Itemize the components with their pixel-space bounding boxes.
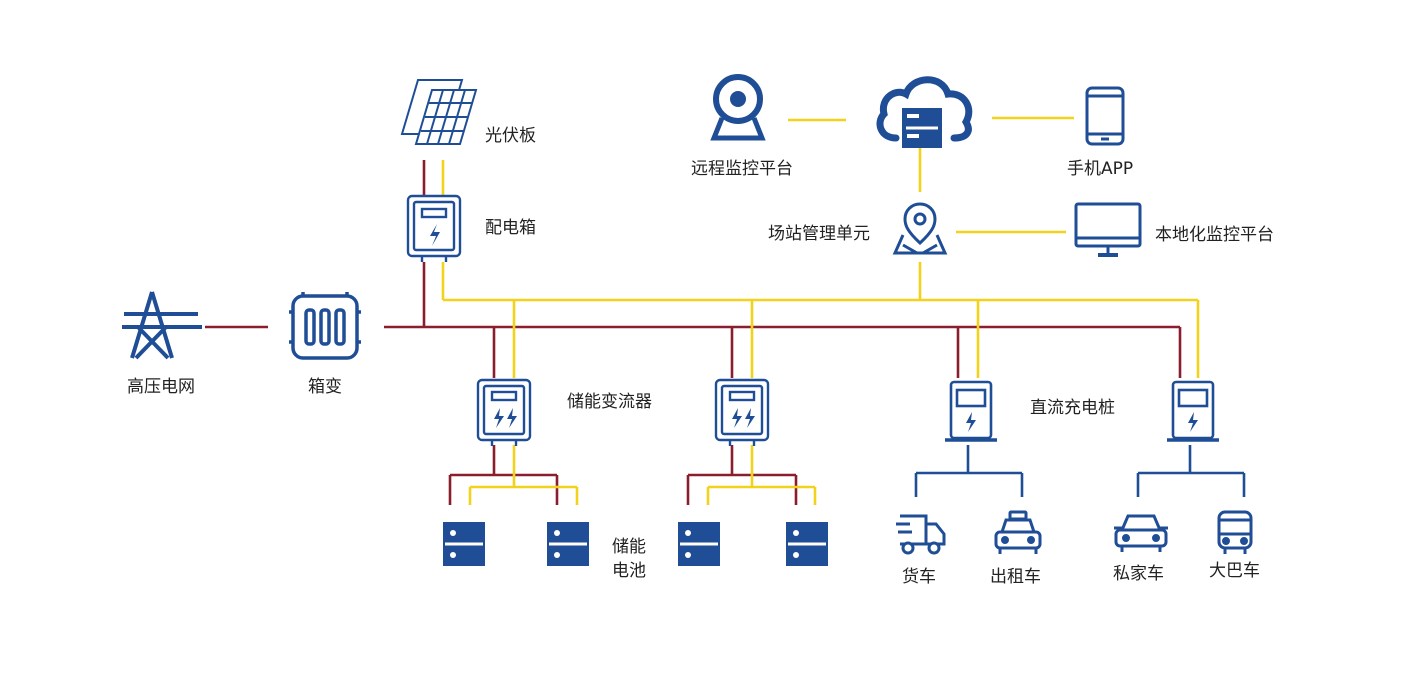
label-mobile-app: 手机APP	[1067, 159, 1133, 179]
battery-cabinet-icon	[547, 522, 589, 566]
cloud-server-icon	[876, 76, 973, 148]
label-private-car: 私家车	[1113, 564, 1164, 584]
charging-pile-icon	[1167, 380, 1219, 442]
battery-cabinet-icon	[786, 522, 828, 566]
inverter-icon	[714, 378, 770, 446]
webcam-monitor-icon	[710, 74, 766, 141]
label-dc-charger: 直流充电桩	[1030, 398, 1115, 418]
inverter-icon	[476, 378, 532, 446]
bus-icon	[1217, 510, 1253, 554]
solar-panel-icon	[400, 79, 478, 145]
battery-cabinet-icon	[678, 522, 720, 566]
label-remote-platform: 远程监控平台	[691, 159, 793, 179]
label-battery-line1: 储能	[612, 537, 646, 557]
car-icon	[1114, 514, 1168, 552]
label-grid: 高压电网	[127, 377, 195, 397]
truck-icon	[896, 514, 946, 555]
label-solar-panel: 光伏板	[485, 126, 536, 146]
label-battery-line2: 电池	[612, 561, 646, 581]
label-distribution-box: 配电箱	[485, 218, 536, 238]
label-box-transformer: 箱变	[308, 377, 342, 397]
charging-lines	[914, 445, 1246, 497]
distribution-box-icon	[406, 194, 462, 262]
desktop-monitor-icon	[1074, 202, 1142, 257]
label-pcs: 储能变流器	[567, 392, 652, 412]
location-pin-icon	[892, 202, 948, 255]
charging-pile-icon	[945, 380, 997, 442]
label-bus: 大巴车	[1209, 561, 1260, 581]
label-truck: 货车	[902, 567, 936, 587]
transformer-icon	[289, 292, 361, 360]
label-taxi: 出租车	[990, 567, 1041, 587]
label-local-platform: 本地化监控平台	[1155, 225, 1274, 245]
communication-lines	[441, 116, 1200, 505]
label-station-unit: 场站管理单元	[768, 224, 870, 244]
battery-cabinet-icon	[443, 522, 485, 566]
smartphone-icon	[1085, 86, 1125, 146]
transmission-tower-icon	[122, 291, 202, 360]
labels: 光伏板 配电箱 远程监控平台 手机APP 场站管理单元 本地化监控平台 高压电网…	[127, 126, 1274, 587]
power-lines	[205, 160, 1182, 505]
taxi-icon	[994, 510, 1042, 554]
